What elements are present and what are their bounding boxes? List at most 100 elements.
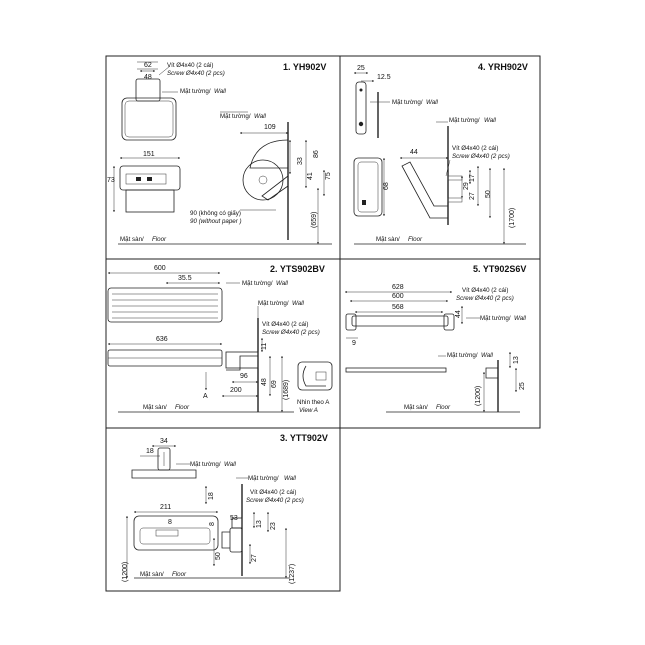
panel-4: 4. YRH902V 25 12.5 Mặt tường/ Wall Mặt t… — [353, 62, 528, 245]
screw-label-vi: Vít Ø4x40 (2 cái) — [462, 287, 508, 294]
dim-50: 50 — [485, 190, 492, 198]
dim-600: 600 — [392, 293, 404, 300]
screw-label-vi: Vít Ø4x40 (2 cái) — [452, 145, 498, 152]
wall-label-en: Wall — [224, 461, 237, 468]
dim-11: 11 — [261, 343, 268, 350]
screw-label-en: Screw Ø4x40 (2 pcs) — [262, 329, 320, 336]
wall-label-en: Wall — [514, 315, 527, 322]
dim-13: 13 — [513, 356, 520, 364]
dim-23: 23 — [270, 522, 277, 530]
dim-17: 17 — [469, 174, 476, 182]
wall-label-vi: Mặt tường/ — [180, 88, 211, 95]
floor-label-en: Floor — [175, 404, 190, 411]
floor-label-vi: Mặt sàn/ — [120, 236, 144, 243]
dim-27: 27 — [251, 554, 258, 562]
dim-211: 211 — [160, 504, 171, 511]
panel-3: 3. YTT902V 34 18 Mặt tường/ Wall Mặt tườ… — [122, 433, 328, 584]
dim-1700: (1700) — [509, 208, 516, 228]
wall-label2-vi: Mặt tường/ — [220, 113, 251, 120]
dim-8a: 8 — [168, 519, 172, 526]
dim-18b: 18 — [208, 492, 215, 500]
wall-label-vi: Mặt tường/ — [392, 99, 423, 106]
screw-label-vi: Vít Ø4x40 (2 cái) — [167, 62, 213, 69]
floor-label-vi: Mặt sàn/ — [376, 236, 400, 243]
dim-18a: 18 — [146, 448, 154, 455]
wall-label2-en: Wall — [292, 300, 305, 307]
panel-5: 5. YT902S6V 628 600 568 9 44 Vít Ø4x40 (… — [344, 264, 527, 413]
dim-1689: (1689) — [283, 380, 290, 400]
dim-33: 33 — [297, 157, 304, 165]
dim-659: (659) — [311, 212, 318, 228]
wall-label2-vi: Mặt tường/ — [447, 352, 478, 359]
dim-50: 50 — [215, 552, 222, 560]
floor-label-vi: Mặt sàn/ — [140, 571, 164, 578]
screw-label-en: Screw Ø4x40 (2 pcs) — [456, 295, 514, 302]
dim-25: 25 — [357, 65, 365, 72]
dim-9: 9 — [352, 340, 356, 347]
wall-label-vi: Mặt tường/ — [242, 280, 273, 287]
dim-13: 13 — [256, 520, 263, 528]
screw-label-en: Screw Ø4x40 (2 pcs) — [167, 70, 225, 77]
dim-1200: (1200) — [475, 386, 482, 406]
dim-600: 600 — [154, 265, 166, 272]
screw-label-en: Screw Ø4x40 (2 pcs) — [246, 497, 304, 504]
wall-label-en: Wall — [214, 88, 227, 95]
panel-5-frame — [339, 258, 541, 429]
floor-label-en: Floor — [152, 236, 167, 243]
screw-label-vi: Vít Ø4x40 (2 cái) — [262, 321, 308, 328]
dim-34: 34 — [160, 438, 168, 445]
dim-68: 68 — [383, 182, 390, 190]
dim-53: 53 — [230, 515, 238, 522]
dim-636: 636 — [156, 336, 168, 343]
dim-1237: (1237) — [289, 564, 296, 584]
dim-200: 200 — [230, 387, 242, 394]
screw-label-en: Screw Ø4x40 (2 pcs) — [452, 153, 510, 160]
dim-29: 29 — [463, 182, 470, 190]
wall-label2-vi: Mặt tường/ — [258, 300, 289, 307]
dim-73: 73 — [107, 177, 115, 184]
panel-1-frame — [105, 55, 341, 260]
floor-label-en: Floor — [172, 571, 187, 578]
dim-25: 25 — [519, 382, 526, 390]
panel-4-title: 4. YRH902V — [478, 62, 528, 72]
towel-bar-front — [351, 315, 449, 327]
view-a-label-vi: Nhìn theo A — [297, 399, 330, 406]
floor-label-vi: Mặt sàn/ — [143, 404, 167, 411]
view-a-label-en: View A — [299, 407, 318, 414]
dim-12-5: 12.5 — [377, 74, 391, 81]
dim-44: 44 — [455, 310, 462, 318]
view-arrow-label: A — [203, 393, 208, 400]
wall-label2-en: Wall — [484, 117, 497, 124]
dim-75: 75 — [325, 172, 332, 180]
wall-label2-en: Wall — [284, 475, 297, 482]
dim-48: 48 — [261, 378, 268, 386]
dim-62: 62 — [144, 62, 152, 69]
dim-628: 628 — [392, 284, 404, 291]
dim-86: 86 — [313, 150, 320, 158]
dim-568: 568 — [392, 304, 404, 311]
hook-side-profile — [401, 161, 448, 219]
panel-5-title: 5. YT902S6V — [473, 264, 526, 274]
holder-cover-front — [121, 97, 177, 141]
dim-48: 48 — [144, 74, 152, 81]
dim-69: 69 — [271, 380, 278, 388]
dim-96: 96 — [240, 373, 248, 380]
wall-label2-vi: Mặt tường/ — [449, 117, 480, 124]
panel-3-frame — [105, 427, 341, 592]
paper-note-vi: 90 (không có giấy) — [190, 210, 241, 217]
floor-label-en: Floor — [436, 404, 451, 411]
towel-ring-front — [133, 515, 219, 551]
shelf-side-view — [226, 355, 258, 371]
view-a-box — [297, 361, 333, 391]
wall-label2-en: Wall — [481, 352, 494, 359]
dim-27: 27 — [469, 192, 476, 200]
wall-label-en: Wall — [426, 99, 439, 106]
wall-label-vi: Mặt tường/ — [190, 461, 221, 468]
holder-cover-side — [249, 139, 289, 169]
paper-note-en: 90 (without paper ) — [190, 218, 242, 225]
dim-44: 44 — [410, 149, 418, 156]
ring-bar-top — [131, 469, 197, 479]
dim-35-5: 35.5 — [178, 275, 192, 282]
hook-front — [355, 81, 367, 135]
